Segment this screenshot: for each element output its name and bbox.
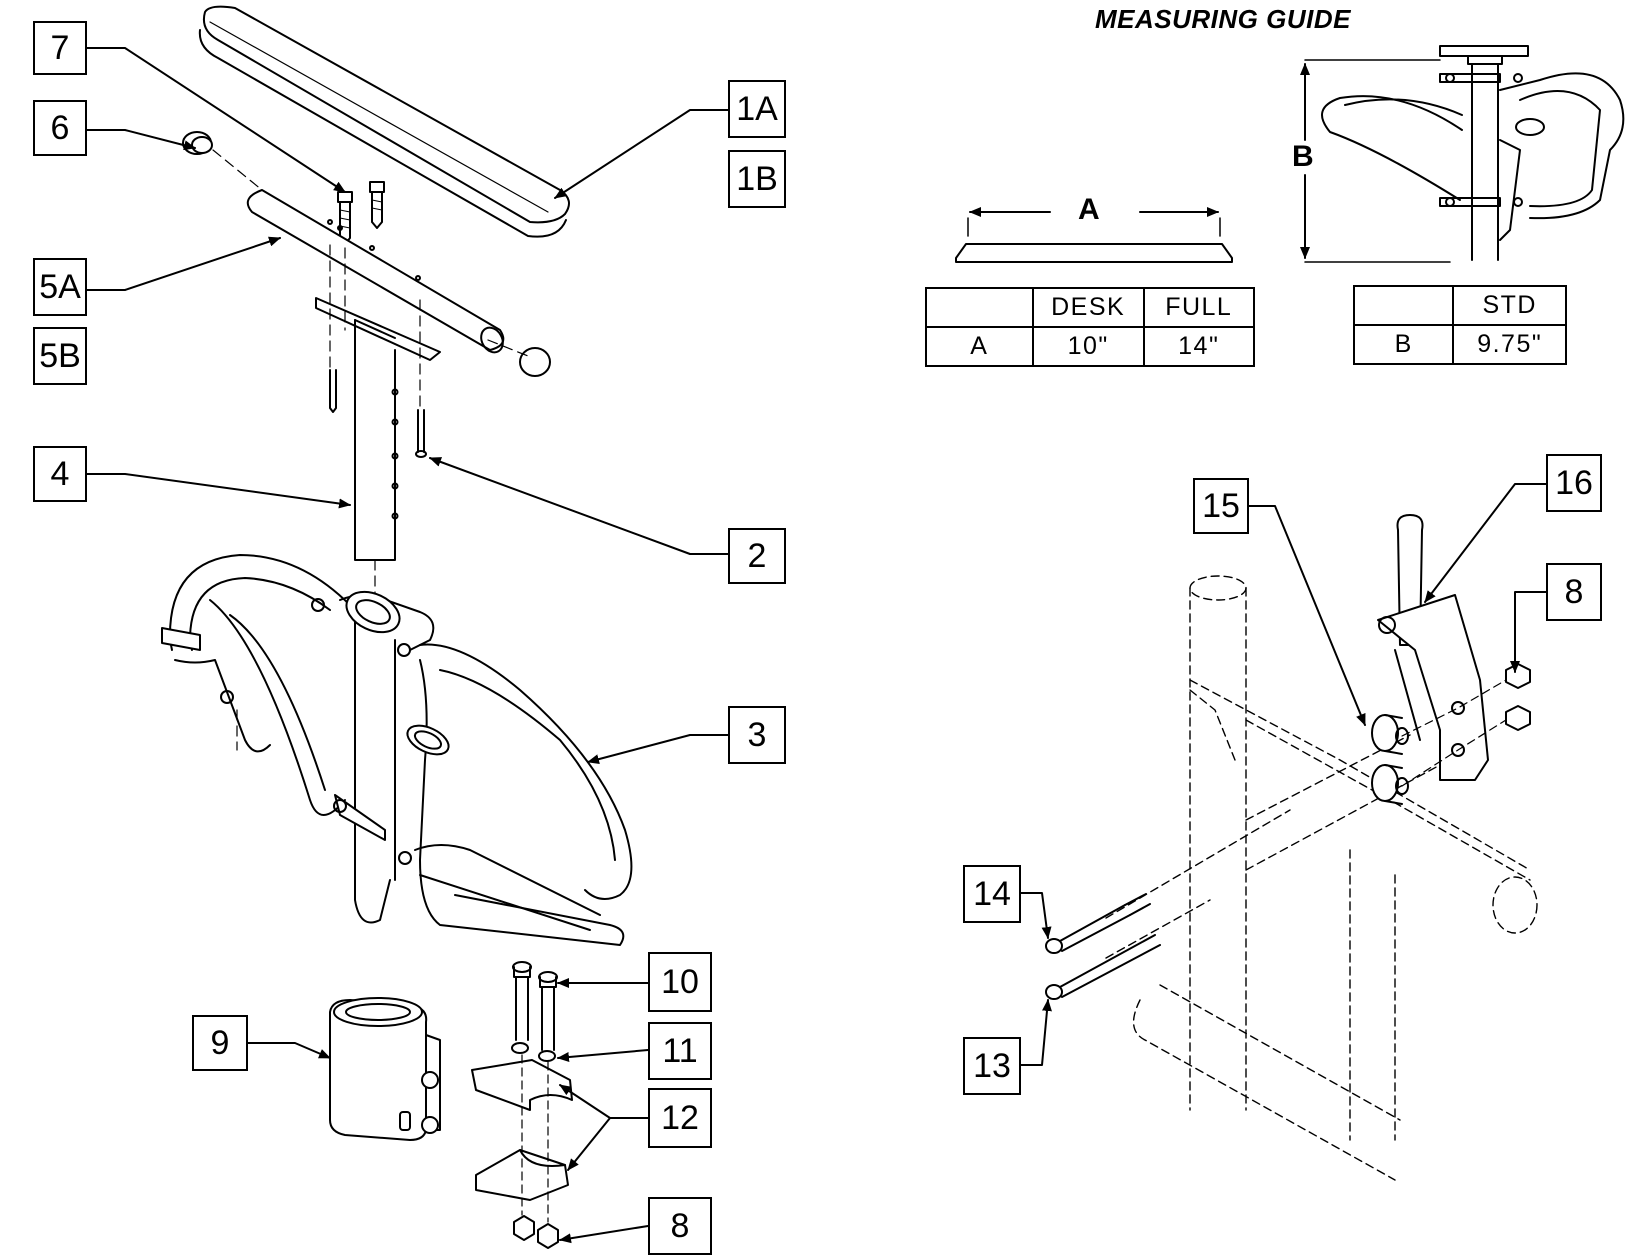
callout-8-right: 8	[1546, 563, 1602, 621]
dim-a-drawing	[955, 207, 1233, 263]
end-cap-right	[519, 347, 551, 377]
callout-9: 9	[192, 1015, 248, 1071]
table-cell: A	[925, 326, 1034, 367]
end-cap-6	[182, 131, 213, 155]
callout-8-lower: 8	[648, 1197, 712, 1255]
bracket-part-16	[1377, 514, 1489, 781]
dim-b-drawing	[1300, 45, 1625, 263]
sleeve-part-9	[329, 997, 441, 1141]
callout-1a: 1A	[728, 80, 786, 138]
screw-parts-2	[329, 369, 427, 458]
table-cell: 14"	[1142, 326, 1256, 367]
table-cell	[1352, 285, 1455, 326]
nut-parts-8-right	[1505, 663, 1531, 731]
table-row: A 10" 14"	[925, 326, 1256, 367]
armpad-part	[198, 5, 570, 238]
dim-b-label: B	[1292, 140, 1314, 173]
leader-lines-left	[85, 47, 729, 1244]
bolt-parts-13-14	[1045, 893, 1161, 1000]
washer-11b	[538, 1050, 556, 1062]
table-cell: DESK	[1031, 287, 1145, 328]
callout-4: 4	[33, 446, 87, 502]
callout-12: 12	[648, 1088, 712, 1148]
callout-14: 14	[963, 865, 1021, 923]
table-cell: 9.75"	[1452, 324, 1567, 365]
measuring-table-a: DESK FULL A 10" 14"	[925, 287, 1256, 367]
alignment-lines	[212, 149, 529, 751]
callout-7: 7	[33, 21, 87, 75]
measuring-guide-title: MEASURING GUIDE	[1095, 4, 1351, 34]
callout-2: 2	[728, 528, 786, 584]
bolt-parts-10	[512, 961, 558, 1051]
nut-parts-8-lower	[513, 1215, 559, 1249]
measuring-table-b: STD B 9.75"	[1352, 285, 1567, 365]
table-header-row: DESK FULL	[925, 287, 1256, 328]
table-cell: B	[1352, 324, 1455, 365]
table-cell: 10"	[1031, 326, 1145, 367]
callout-13: 13	[963, 1037, 1021, 1095]
callout-6: 6	[33, 100, 87, 156]
callout-1b: 1B	[728, 150, 786, 208]
tube-5a	[246, 189, 505, 354]
table-row: B 9.75"	[1352, 324, 1567, 365]
callout-5b: 5B	[33, 327, 87, 385]
spacer-parts-15	[1371, 714, 1409, 805]
washer-11a	[511, 1042, 529, 1054]
post-4	[315, 297, 441, 561]
callout-11: 11	[648, 1022, 712, 1080]
callout-3: 3	[728, 706, 786, 764]
table-cell	[925, 287, 1034, 328]
dim-a-label: A	[1078, 193, 1100, 226]
table-header-row: STD	[1352, 285, 1567, 326]
callout-15: 15	[1193, 478, 1249, 534]
table-cell: STD	[1452, 285, 1567, 326]
callout-5a: 5A	[33, 258, 87, 316]
callout-16: 16	[1546, 454, 1602, 512]
armrest-frame-3	[161, 554, 633, 946]
callout-10: 10	[648, 952, 712, 1012]
table-cell: FULL	[1142, 287, 1256, 328]
leader-lines-right	[1019, 483, 1547, 1066]
